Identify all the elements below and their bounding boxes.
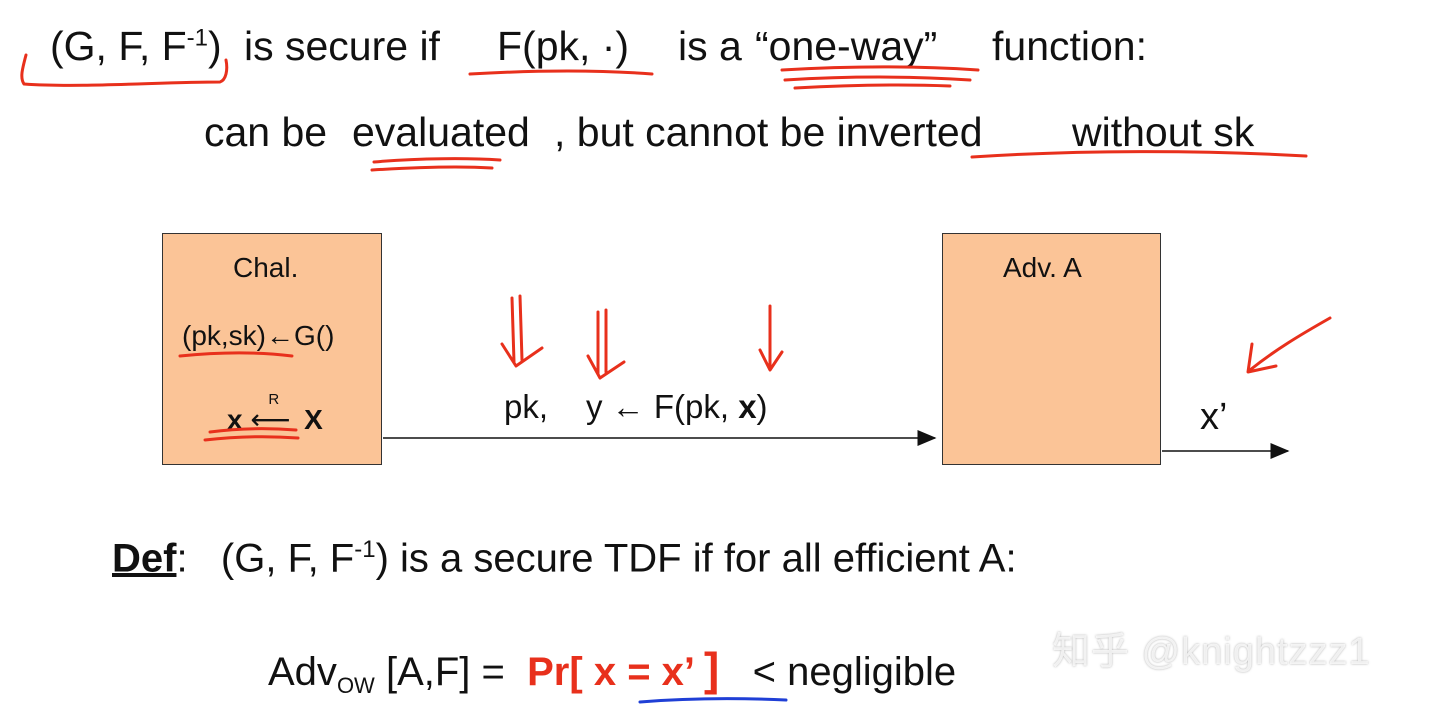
line2-but-cannot: , but cannot be inverted <box>554 109 983 155</box>
blue-underline-event <box>638 697 788 704</box>
watermark: 知乎 @knightzzz1 <box>1052 631 1371 673</box>
line2-evaluated: evaluated <box>352 109 530 155</box>
line2-can-be: can be <box>204 109 328 155</box>
challenger-title: Chal. <box>233 252 299 283</box>
red-underline-one-way-3 <box>793 83 952 90</box>
red-underline-f-pk <box>468 69 654 76</box>
message-y: y ← F(pk, x) <box>586 388 768 425</box>
adversary-title: Adv. A <box>1003 252 1082 283</box>
adversary-box: Adv. A <box>942 233 1161 465</box>
line1-is-a: is a <box>678 23 742 69</box>
red-down-arrow-pk <box>500 294 544 368</box>
red-underline-evaluated-2 <box>370 165 494 172</box>
red-underline-evaluated-1 <box>372 157 502 164</box>
line1-one-way: “one-way” <box>755 23 938 69</box>
line1-f-pk: F(pk, ·) <box>497 23 630 69</box>
advantage-formula: AdvOW [A,F] = Pr[ x = x’ ] < negligible <box>268 643 957 698</box>
red-down-arrow-x <box>758 304 784 372</box>
red-down-arrow-y <box>586 308 626 380</box>
line2-without-sk: without sk <box>1072 109 1255 155</box>
message-pk: pk, <box>504 388 549 425</box>
output-x-prime: x’ <box>1200 396 1228 438</box>
definition-line: Def: (G, F, F-1) is a secure TDF if for … <box>112 536 1017 581</box>
probability-pr: Pr[ x = x’ ] <box>527 643 720 695</box>
line1-function: function: <box>992 23 1147 69</box>
random-label: R <box>268 391 280 408</box>
red-underline-one-way-2 <box>783 75 972 82</box>
line1-intro: (G, F, F-1) <box>50 23 222 69</box>
red-arrow-to-output <box>1246 316 1332 374</box>
probability-event: x = x’ <box>593 650 693 694</box>
line1-is-secure-if: is secure if <box>244 23 440 69</box>
challenger-box: Chal. (pk,sk)←G() x R⟵ X <box>162 233 382 465</box>
challenger-keygen: (pk,sk)←G() <box>182 320 335 351</box>
challenger-sample: x R⟵ X <box>227 391 323 435</box>
def-keyword: Def <box>112 536 177 581</box>
